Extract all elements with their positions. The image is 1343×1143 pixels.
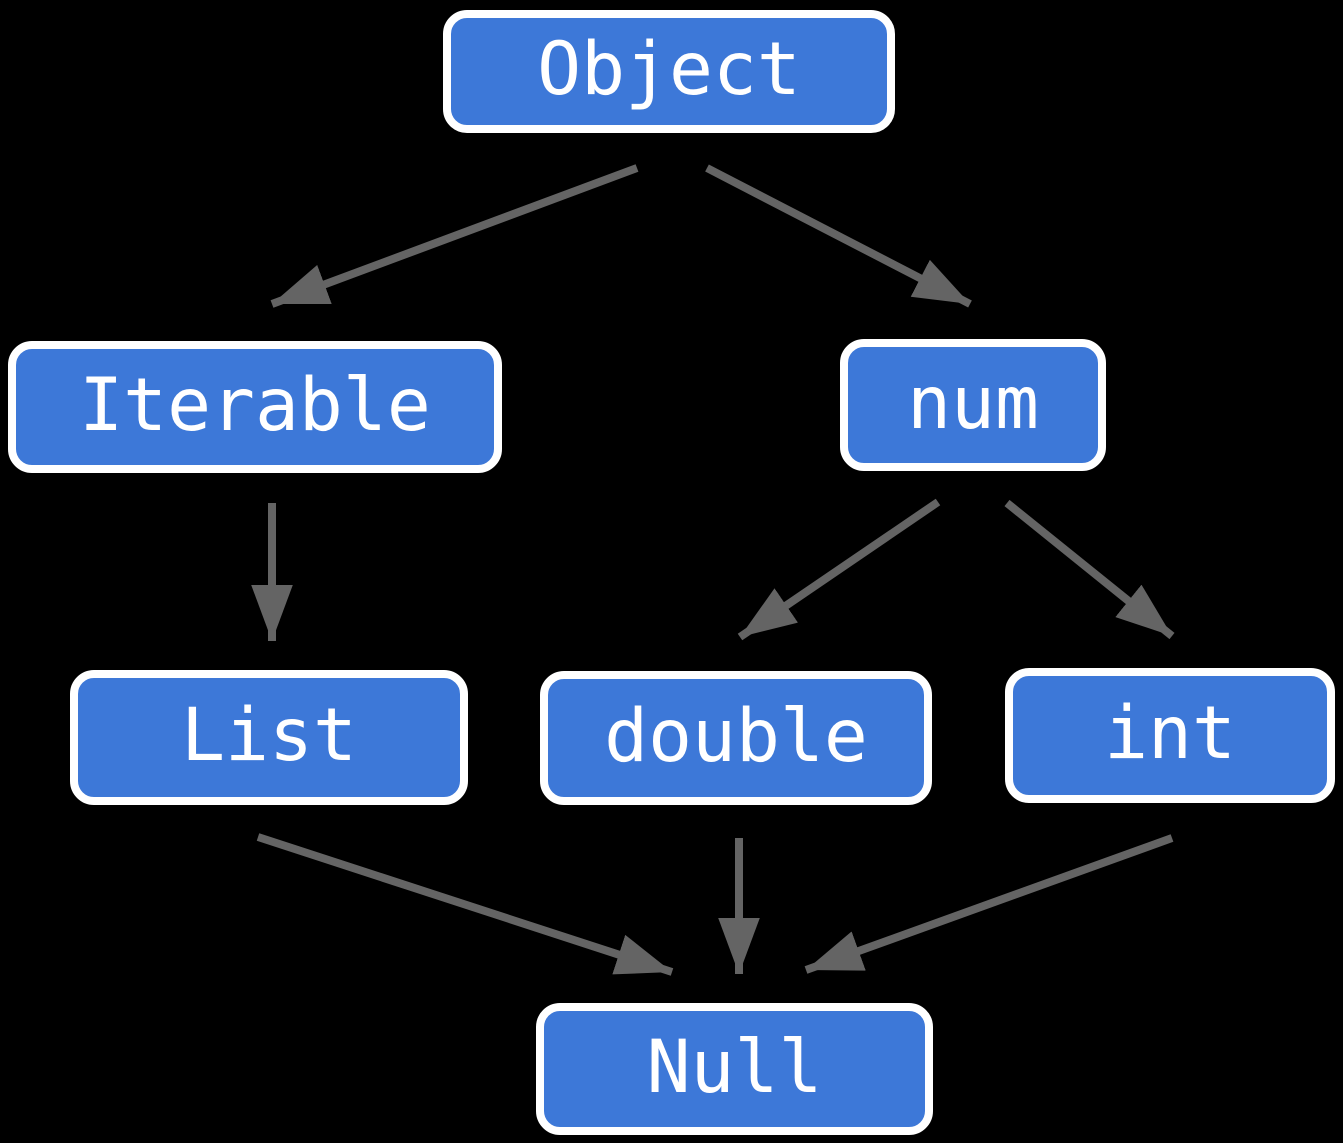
edge-object-num (705, 164, 972, 308)
edge-object-iterable (270, 164, 639, 308)
node-null: Null (536, 1003, 933, 1135)
node-label: Object (537, 27, 801, 112)
edge-list-null (256, 833, 674, 976)
node-label: num (907, 360, 1039, 446)
node-label: int (1104, 691, 1236, 776)
node-int: int (1005, 668, 1335, 803)
node-list: List (70, 670, 468, 805)
node-num: num (840, 339, 1106, 471)
node-label: Iterable (79, 362, 431, 448)
edge-num-double (737, 498, 941, 641)
node-double: double (540, 671, 932, 805)
node-label: Null (646, 1024, 823, 1110)
node-label: List (181, 693, 357, 778)
node-object: Object (443, 10, 895, 133)
edge-num-int (1004, 499, 1175, 640)
node-iterable: Iterable (8, 341, 502, 473)
node-label: double (604, 693, 868, 779)
edge-int-null (804, 834, 1174, 974)
